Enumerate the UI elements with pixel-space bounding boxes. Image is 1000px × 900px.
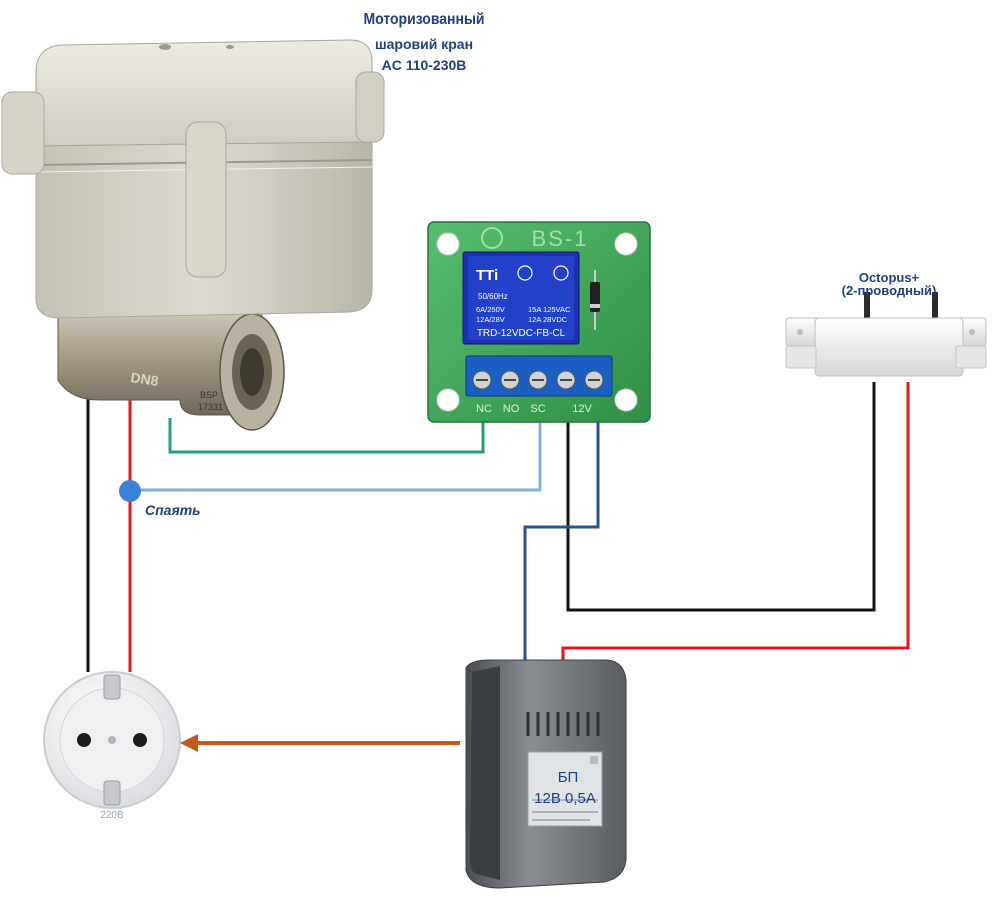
sensor-subtitle: (2-проводный) <box>842 283 937 298</box>
solder-point-icon <box>119 480 141 502</box>
valve-title-line2: шаровий кран <box>375 36 473 52</box>
wires <box>86 382 910 672</box>
valve-title-line1: Моторизованный <box>364 12 485 29</box>
power-socket <box>43 671 181 809</box>
wire-red-sensor-psu <box>561 382 910 662</box>
terminal-label-12v: 12V <box>572 403 592 415</box>
solder-label: Спаять <box>145 502 200 518</box>
relay-rating-right-2: 12A 28VDC <box>528 315 568 324</box>
terminal-label-sc: SC <box>530 403 545 415</box>
wire-darkblue-relay-psu <box>523 420 600 662</box>
board-logo-icon <box>481 227 503 249</box>
wire-black-relay-sensor <box>566 382 876 612</box>
motorized-valve: DN8 BSP 17331 <box>1 39 385 431</box>
relay-board: BS-1 TTi 50/60Hz 6A/250V 12A/28V 15A 125… <box>427 221 651 423</box>
wire-green-valve-nc <box>168 418 485 454</box>
wire-lightblue-solder-sc <box>130 420 542 492</box>
valve-code-text: 17331 <box>198 402 223 412</box>
terminal-label-nc: NC <box>476 403 492 415</box>
terminal-label-no: NO <box>503 403 520 415</box>
psu-title: БП <box>558 769 579 786</box>
board-title: BS-1 <box>532 226 589 251</box>
socket-label: 220В <box>100 810 124 821</box>
valve-body-text: DN8 <box>130 369 160 389</box>
relay-brand: TTi <box>476 267 498 284</box>
ul-mark-icon <box>517 265 533 281</box>
csa-mark-icon <box>553 265 569 281</box>
terminal-screws <box>472 370 604 390</box>
psu-vents <box>526 712 600 736</box>
arrow-left-icon <box>180 734 460 752</box>
psu-rating: 12В 0,5А <box>534 790 596 807</box>
relay-rating-left-2: 12A/28V <box>476 315 505 324</box>
relay-freq: 50/60Hz <box>478 292 508 301</box>
sensor-title: Octopus+ <box>859 270 920 285</box>
leak-sensor <box>785 292 987 377</box>
relay-rating-left-1: 6A/250V <box>476 305 505 314</box>
relay-model: TRD-12VDC-FB-CL <box>477 328 566 339</box>
valve-bsp-text: BSP <box>200 390 218 400</box>
relay-rating-right-1: 15A 125VAC <box>528 305 571 314</box>
power-supply <box>465 659 627 889</box>
valve-title-line3: AC 110-230В <box>382 57 467 73</box>
